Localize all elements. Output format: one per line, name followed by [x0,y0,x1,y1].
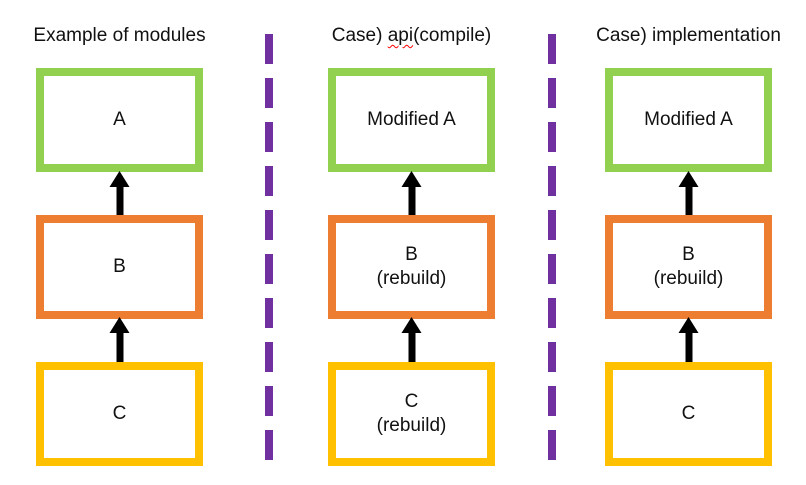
module-box-label: C [112,403,127,424]
arrow-stem [685,333,692,363]
arrow-up-icon [401,171,422,216]
arrow-head [401,171,422,187]
module-box-label: B [113,256,126,277]
module-box-sublabel: (rebuild) [376,415,447,436]
module-box-b-rebuild: B (rebuild) [328,215,495,319]
arrow-head [678,171,699,187]
arrow-up-icon [678,171,699,216]
module-box-label: C [681,403,696,424]
module-box-label: A [113,109,126,130]
module-box-label: C [404,391,419,412]
header-suffix: (compile) [413,25,492,46]
header-prefix: Case) [331,25,388,46]
column-case-api-compile: Case) api(compile) Modified A B (rebuild… [328,0,495,485]
arrow-head [109,171,130,187]
module-box-c-rebuild: C (rebuild) [328,362,495,466]
column-header: Case) api(compile) [283,24,540,47]
module-box-a: A [36,68,203,172]
arrow-up-icon [678,317,699,363]
dashed-divider [265,34,273,464]
arrow-head [109,317,130,333]
dashed-divider [548,34,556,464]
module-box-label: B [682,244,695,265]
module-box-sublabel: (rebuild) [653,268,724,289]
module-box-b: B [36,215,203,319]
arrow-up-icon [109,317,130,363]
arrow-up-icon [401,317,422,363]
arrow-stem [408,333,415,363]
module-box-modified-a: Modified A [605,68,772,172]
arrow-up-icon [109,171,130,216]
module-box-c: C [605,362,772,466]
module-box-modified-a: Modified A [328,68,495,172]
module-box-label: Modified A [367,109,456,130]
arrow-stem [116,333,123,363]
column-case-implementation: Case) implementation Modified A B (rebui… [596,0,781,485]
arrow-stem [116,187,123,216]
module-box-label: B [405,244,418,265]
column-header: Case) implementation [596,25,781,46]
module-box-sublabel: (rebuild) [376,268,447,289]
arrow-stem [685,187,692,216]
module-box-b-rebuild: B (rebuild) [605,215,772,319]
column-header: Example of modules [33,25,206,46]
module-box-c: C [36,362,203,466]
arrow-head [401,317,422,333]
column-example-of-modules: Example of modules A B C [33,0,206,485]
module-box-label: Modified A [644,109,733,130]
arrow-head [678,317,699,333]
header-misspelled-word: api [387,25,414,46]
arrow-stem [408,187,415,216]
